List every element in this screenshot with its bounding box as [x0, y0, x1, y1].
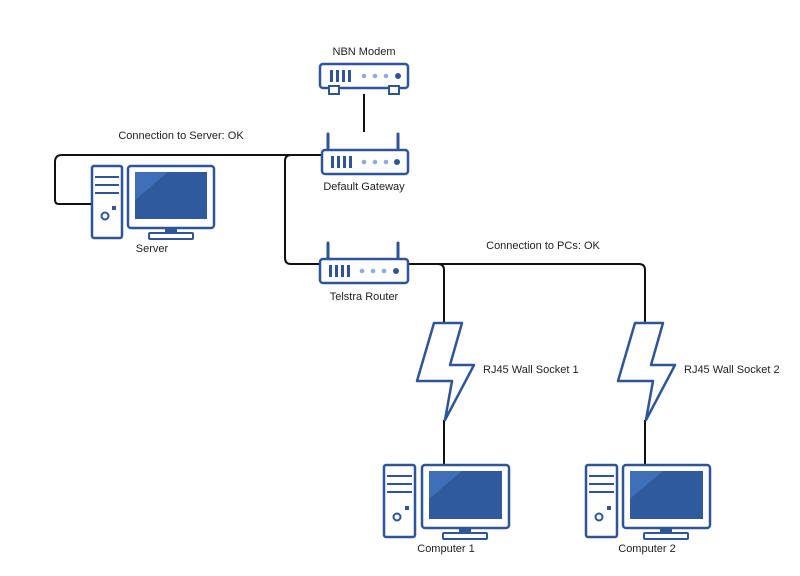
desktop-computer-icon [382, 463, 511, 540]
telstra-router-label: Telstra Router [330, 291, 399, 303]
wire-gateway-to-telstra-router [284, 154, 322, 265]
computer-1-label: Computer 1 [417, 543, 474, 555]
desktop-computer-icon [90, 164, 216, 240]
wire-gateway-to-server [54, 154, 322, 205]
wall-socket-2[interactable]: RJ45 Wall Socket 2 [616, 321, 780, 422]
lightning-icon [616, 321, 677, 422]
default-gateway-label: Default Gateway [323, 181, 405, 193]
nbn-modem[interactable]: NBN Modem [318, 46, 410, 95]
wall-socket-1[interactable]: RJ45 Wall Socket 1 [415, 321, 579, 422]
wire-router-to-socket-1 [408, 263, 445, 322]
wall-socket-1-label: RJ45 Wall Socket 1 [483, 364, 579, 376]
wire-router-to-socket-2 [438, 263, 646, 322]
computer-2[interactable]: Computer 2 [584, 463, 712, 555]
router-icon [318, 241, 410, 285]
connection-wires [54, 94, 646, 465]
wall-socket-2-label: RJ45 Wall Socket 2 [684, 364, 780, 376]
telstra-router[interactable]: Telstra Router [318, 241, 410, 303]
server[interactable]: Server [90, 164, 216, 255]
server-label: Server [136, 243, 169, 255]
nbn-modem-label: NBN Modem [333, 46, 396, 58]
computer-1[interactable]: Computer 1 [382, 463, 511, 555]
router-icon [320, 132, 410, 176]
desktop-computer-icon [584, 463, 712, 540]
modem-icon [318, 62, 410, 95]
lightning-icon [415, 321, 476, 422]
server-connection-annotation: Connection to Server: OK [118, 130, 244, 142]
default-gateway[interactable]: Default Gateway [320, 132, 410, 193]
pc-connection-annotation: Connection to PCs: OK [486, 240, 600, 252]
computer-2-label: Computer 2 [618, 543, 675, 555]
